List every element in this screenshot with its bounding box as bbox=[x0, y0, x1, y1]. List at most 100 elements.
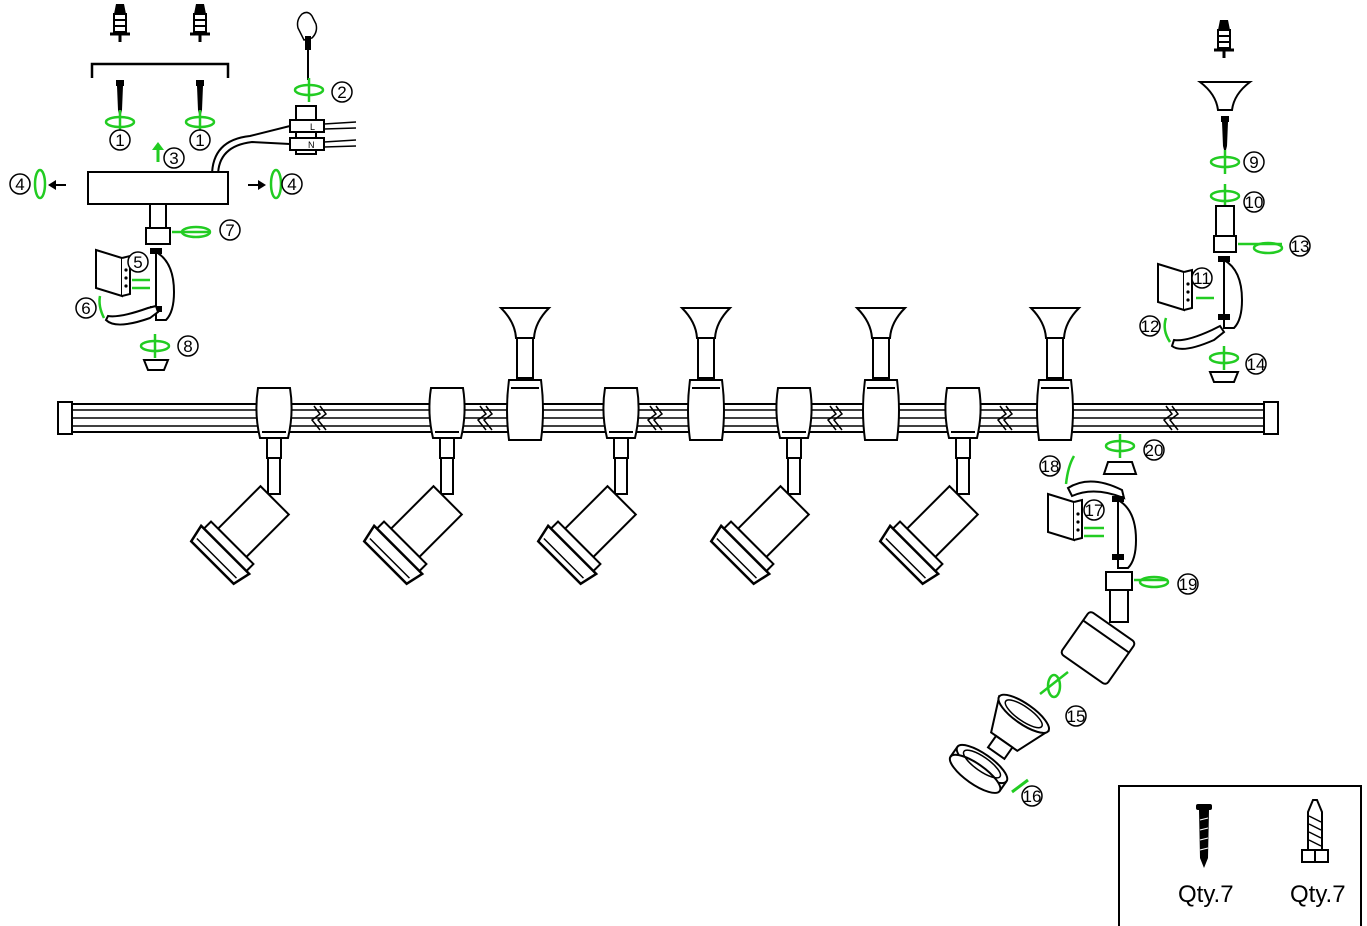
step-callout: 6 bbox=[75, 297, 97, 319]
mounting-clip bbox=[95, 249, 131, 297]
svg-text:1: 1 bbox=[195, 131, 204, 150]
neutral-label: N bbox=[308, 140, 315, 150]
rotate-arrow-icon bbox=[293, 76, 325, 104]
yoke bbox=[1217, 255, 1243, 329]
rotate-arrow-icon bbox=[33, 168, 283, 200]
svg-text:11: 11 bbox=[1193, 269, 1211, 288]
svg-text:12: 12 bbox=[1141, 317, 1160, 336]
bracket-arm bbox=[104, 304, 160, 326]
wall-plug-icon bbox=[1301, 799, 1329, 863]
step-callout: 9 bbox=[1243, 151, 1265, 173]
arrow-right-icon bbox=[248, 180, 266, 190]
step-callout: 10 bbox=[1243, 191, 1265, 213]
screw-icon bbox=[1196, 804, 1212, 868]
svg-text:20: 20 bbox=[1145, 441, 1164, 460]
swivel-nut bbox=[1105, 571, 1133, 591]
svg-text:3: 3 bbox=[169, 149, 178, 168]
step-callout: 1 bbox=[109, 129, 131, 151]
step-callout: 4 bbox=[9, 173, 31, 195]
svg-text:17: 17 bbox=[1085, 501, 1104, 520]
svg-text:1: 1 bbox=[115, 131, 124, 150]
ceiling-cup bbox=[1197, 81, 1253, 111]
svg-text:16: 16 bbox=[1023, 787, 1042, 806]
rotate-arrow-icon bbox=[1238, 241, 1284, 255]
svg-text:7: 7 bbox=[225, 221, 234, 240]
step-callout: 1 bbox=[189, 129, 211, 151]
step-callout: 16 bbox=[1021, 785, 1043, 807]
step-callout: 5 bbox=[127, 251, 149, 273]
step-callout: 18 bbox=[1039, 455, 1061, 477]
svg-text:9: 9 bbox=[1249, 153, 1258, 172]
bracket-arm bbox=[1170, 324, 1226, 350]
mounting-clip bbox=[1047, 493, 1083, 541]
svg-text:10: 10 bbox=[1245, 193, 1264, 212]
step-callout: 2 bbox=[331, 81, 353, 103]
rotate-arrow-icon bbox=[1134, 575, 1170, 589]
stem bbox=[149, 203, 167, 229]
rotate-arrow-icon bbox=[172, 225, 212, 239]
step-callout: 17 bbox=[1083, 499, 1105, 521]
break-marks bbox=[310, 405, 1180, 431]
ceiling-rod bbox=[856, 307, 906, 441]
screw-icon bbox=[1221, 116, 1229, 154]
bulb-icon bbox=[986, 693, 1051, 761]
bracket-brace bbox=[90, 62, 230, 78]
swivel-nut bbox=[145, 227, 171, 245]
step-callout: 7 bbox=[219, 219, 241, 241]
step-callout: 15 bbox=[1065, 705, 1087, 727]
svg-text:4: 4 bbox=[15, 175, 24, 194]
step-callout: 14 bbox=[1245, 353, 1267, 375]
step-callout: 12 bbox=[1139, 315, 1161, 337]
stem bbox=[1109, 589, 1129, 623]
ceiling-rod bbox=[681, 307, 731, 441]
rotate-arrow-icon bbox=[139, 332, 171, 360]
live-label: L bbox=[310, 122, 315, 132]
wall-plug-qty: Qty.7 bbox=[1290, 881, 1346, 908]
lamp-ring bbox=[948, 743, 1009, 794]
step-callout: 4 bbox=[281, 173, 303, 195]
mounting-clip bbox=[1157, 263, 1193, 311]
lamp-housing bbox=[1060, 611, 1136, 685]
power-cable bbox=[211, 125, 291, 177]
rotate-arrow-icon bbox=[1104, 432, 1136, 460]
svg-text:6: 6 bbox=[81, 299, 90, 318]
svg-text:14: 14 bbox=[1247, 355, 1266, 374]
end-cap bbox=[142, 359, 170, 371]
svg-text:8: 8 bbox=[183, 337, 192, 356]
end-cap bbox=[1102, 461, 1138, 475]
screw-qty: Qty.7 bbox=[1178, 881, 1234, 908]
step-callout: 8 bbox=[177, 335, 199, 357]
rotate-arrow-icon bbox=[1209, 182, 1241, 210]
wall-plug-icon bbox=[108, 2, 132, 44]
step-callout: 11 bbox=[1191, 267, 1213, 289]
svg-text:19: 19 bbox=[1179, 575, 1198, 594]
svg-text:4: 4 bbox=[287, 175, 296, 194]
terminal-block bbox=[289, 105, 357, 155]
wall-plug-icon bbox=[188, 2, 212, 44]
parts-box: Qty.7 Qty.7 bbox=[1118, 785, 1362, 926]
stem bbox=[1215, 205, 1235, 237]
rotate-arrow-icon bbox=[1208, 344, 1240, 372]
track-bar bbox=[57, 401, 1279, 435]
wall-plug-icon bbox=[1212, 18, 1236, 60]
step-callout: 3 bbox=[163, 147, 185, 169]
end-cap bbox=[1208, 371, 1240, 383]
bracket-arm bbox=[1066, 480, 1126, 500]
hand-screwdriver-icon bbox=[296, 11, 318, 80]
step-callout: 13 bbox=[1289, 235, 1311, 257]
step-callout: 19 bbox=[1177, 573, 1199, 595]
yoke bbox=[1111, 495, 1137, 569]
svg-text:2: 2 bbox=[337, 83, 346, 102]
svg-text:5: 5 bbox=[133, 253, 142, 272]
svg-text:18: 18 bbox=[1041, 457, 1060, 476]
step-callout: 20 bbox=[1143, 439, 1165, 461]
arrow-left-icon bbox=[48, 180, 66, 190]
svg-text:15: 15 bbox=[1067, 707, 1086, 726]
ceiling-rod bbox=[1030, 307, 1080, 441]
swivel-nut bbox=[1213, 235, 1237, 253]
rotate-arrow-icon bbox=[1209, 148, 1241, 176]
svg-text:13: 13 bbox=[1291, 237, 1310, 256]
canopy-plate bbox=[87, 171, 229, 205]
ceiling-rod bbox=[500, 307, 550, 441]
